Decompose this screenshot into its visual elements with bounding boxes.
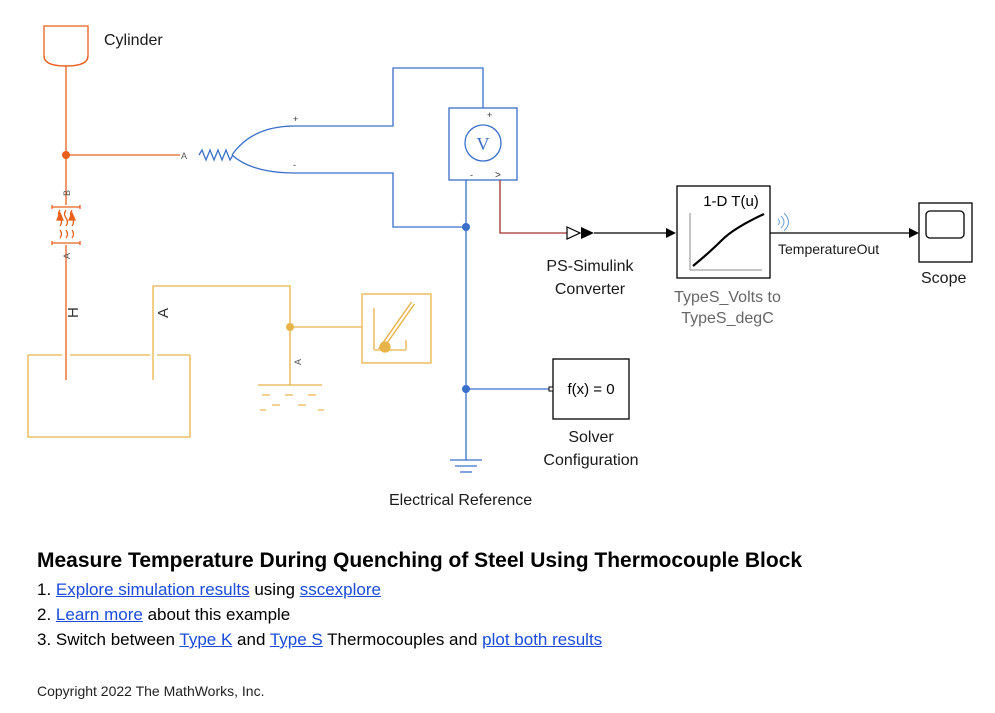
- thermocouple-plus: +: [293, 114, 298, 124]
- thermocouple-minus: -: [293, 160, 296, 170]
- cylinder-block[interactable]: [43, 25, 89, 67]
- ps-simulink-converter-block[interactable]: [566, 226, 594, 240]
- lookup-table-label: TypeS_Volts to TypeS_degC: [674, 289, 781, 327]
- plot-both-results-link[interactable]: plot both results: [482, 630, 603, 649]
- solver-configuration-block[interactable]: f(x) = 0: [548, 358, 630, 420]
- item2-suffix: about this example: [142, 605, 291, 624]
- electrical-reference-symbol[interactable]: [450, 459, 482, 473]
- explore-results-link[interactable]: Explore simulation results: [55, 580, 250, 599]
- svg-text:f(x) = 0: f(x) = 0: [567, 381, 614, 398]
- thermal-reference: [258, 384, 324, 411]
- item3-middle2: Thermocouples and: [322, 630, 483, 649]
- svg-text:-: -: [470, 170, 473, 180]
- scope-label: Scope: [921, 270, 967, 287]
- copyright-notice: Copyright 2022 The MathWorks, Inc.: [37, 683, 265, 699]
- svg-text:V: V: [477, 134, 490, 154]
- convective-heat-transfer-block[interactable]: [51, 205, 81, 245]
- port-a-label-tank: A: [155, 308, 172, 318]
- thermocouple-port-a: A: [181, 151, 187, 161]
- svg-text:1-D T(u): 1-D T(u): [703, 193, 759, 210]
- voltage-sensor-block[interactable]: V + - >: [448, 107, 518, 181]
- electrical-reference-label: Electrical Reference: [389, 492, 533, 509]
- type-k-link[interactable]: Type K: [179, 630, 233, 649]
- fluid-wires: [152, 285, 362, 385]
- scope-block[interactable]: [918, 202, 973, 263]
- port-a-label-ref: A: [293, 359, 303, 365]
- item1-prefix: 1.: [37, 580, 56, 599]
- item2-prefix: 2.: [37, 605, 56, 624]
- item3-prefix: 3. Switch between: [37, 630, 180, 649]
- fluid-junction: [286, 323, 294, 331]
- instruction-item-3: 3. Switch between Type K and Type S Ther…: [37, 630, 602, 650]
- temperature-out-label: TemperatureOut: [778, 241, 880, 257]
- port-h-label: H: [65, 307, 82, 318]
- model-title: Measure Temperature During Quenching of …: [37, 549, 803, 572]
- sscexplore-link[interactable]: sscexplore: [299, 580, 381, 599]
- simulink-model-canvas: B A H A A A + -: [27, 25, 973, 473]
- thermal-junction: [62, 151, 70, 159]
- item1-middle: using: [249, 580, 300, 599]
- type-s-link[interactable]: Type S: [269, 630, 323, 649]
- ps-simulink-converter-label: PS-Simulink Converter: [546, 258, 634, 298]
- electrical-junction-2: [462, 385, 470, 393]
- learn-more-link[interactable]: Learn more: [55, 605, 143, 624]
- thermal-wires: [65, 66, 180, 380]
- port-a-label-conv: A: [62, 253, 72, 259]
- svg-text:>: >: [495, 170, 501, 181]
- cylinder-label: Cylinder: [104, 32, 163, 49]
- signal-logging-icon: [777, 212, 789, 232]
- thermocouple-block[interactable]: [198, 125, 296, 174]
- instruction-item-1: 1. Explore simulation results using ssce…: [37, 580, 381, 600]
- signal-arrow-1: [666, 228, 676, 238]
- port-b-label: B: [62, 190, 72, 196]
- temperature-sensor-block[interactable]: [361, 293, 432, 364]
- solver-configuration-label: Solver Configuration: [543, 429, 639, 469]
- ps-signal-wire: [499, 180, 568, 234]
- instruction-item-2: 2. Learn more about this example: [37, 605, 290, 625]
- item3-middle1: and: [232, 630, 270, 649]
- svg-text:+: +: [487, 110, 492, 120]
- signal-arrow-2: [909, 228, 919, 238]
- electrical-junction-1: [462, 223, 470, 231]
- lookup-table-block[interactable]: 1-D T(u): [676, 185, 771, 279]
- tank-block[interactable]: [27, 354, 191, 438]
